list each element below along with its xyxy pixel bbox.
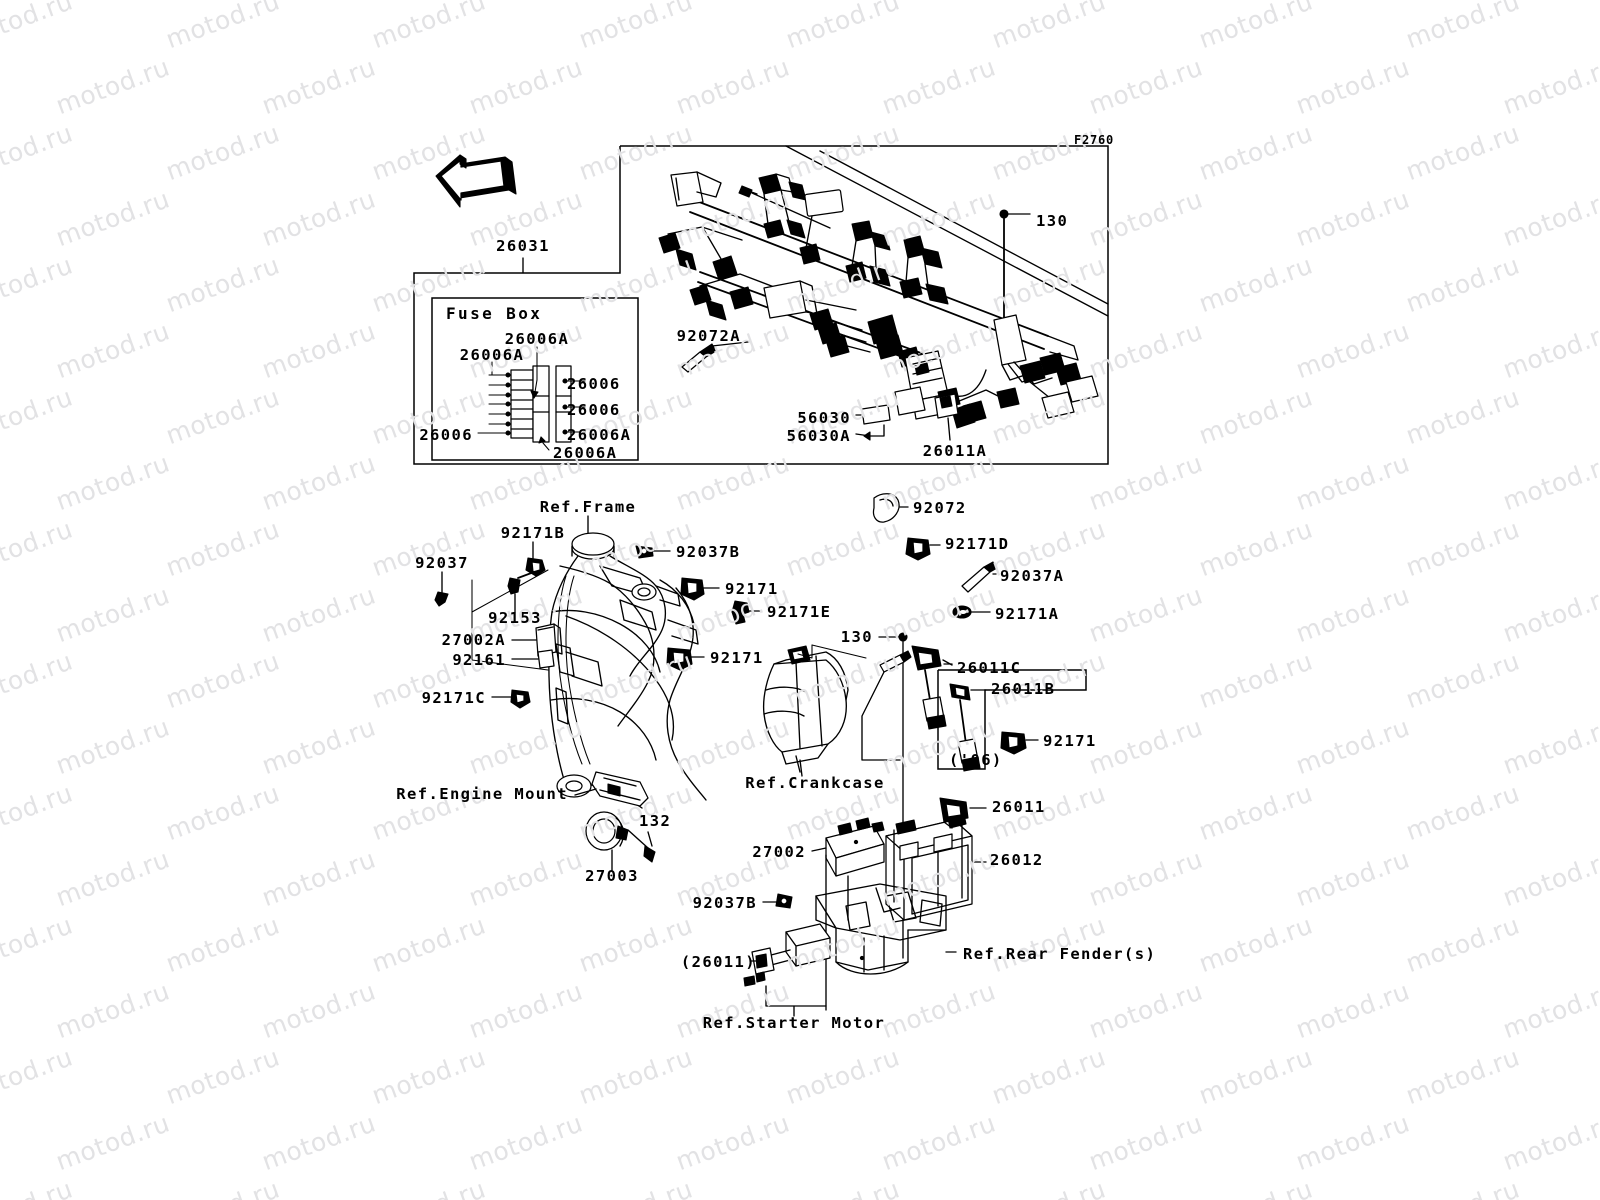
label-p-92171B: 92171B [500,524,566,542]
label-p-26011A: 26011A [922,442,988,460]
part-92037-screw [434,571,449,607]
label-p-92171-a: 92171 [725,580,779,598]
harness-perspective-lines [785,145,1109,317]
label-p-26011-r: 26011 [992,798,1046,816]
part-26012-battery [885,813,987,921]
label-p-26006-r1: 26006 [567,375,621,393]
label-p-27002: 27002 [752,843,806,861]
part-92171A-clip [952,605,991,619]
label-p-92171C: 92171C [421,689,486,707]
label-p-56030A: 56030A [786,427,851,445]
part-92171-clamp-a [680,577,720,601]
part-92171D-clamp [905,537,941,561]
label-p-130-top: 130 [1036,212,1069,230]
label-p-26006-bl: 26006 [419,426,473,444]
label-ref-starter: Ref.Starter Motor [702,1014,886,1032]
label-p-92037B-top: 92037B [676,543,741,561]
label-p-26006A-top: 26006A [504,330,570,348]
label-ref-crankcase: Ref.Crankcase [745,774,885,792]
label-ref-frame: Ref.Frame [539,498,637,516]
switch-group-56030 [855,393,959,441]
part-92072-band [872,493,909,523]
label-p-92153: 92153 [488,609,542,627]
label-p-92171-b: 92171 [710,649,764,667]
label-p-92037B-bot: 92037B [692,894,757,912]
label-ref-rear-fender: Ref.Rear Fender(s) [963,945,1157,963]
label-p-92037A: 92037A [1000,567,1065,585]
label-p-130-mid: 130 [840,628,873,646]
label-p-26006-r2: 26006 [567,401,621,419]
label-p-56030: 56030 [797,409,851,427]
part-92037B-top-screw [635,545,671,559]
part-92072A-band [681,341,749,373]
harness-group-outline [413,145,1109,465]
part-27003-horn [585,811,656,871]
frame-assembly-artwork [548,515,707,809]
label-p-26006A-left: 26006A [459,346,525,364]
label-p-92161: 92161 [452,651,506,669]
label-p-92171-c: 92171 [1043,732,1097,750]
part-27002A-relay [511,623,563,657]
part-92161-grommet [511,649,555,669]
label-p-26031: 26031 [496,237,550,255]
label-p-26011B: 26011B [991,680,1056,698]
label-fuse-box-title: Fuse Box [446,304,543,323]
part-92153-screw [507,571,535,613]
part-26011-lead [939,797,987,829]
label-p-27003: 27003 [585,867,639,885]
part-92171E-clip [731,600,762,625]
part-92171-clamp-b [666,647,705,671]
part-27002-relay [811,817,885,1011]
ref-crankcase-artwork [762,644,867,777]
label-p-26012: 26012 [990,851,1044,869]
label-p-26011C: 26011C [957,659,1022,677]
main-wire-harness-artwork [658,171,1099,429]
label-p-92171E: 92171E [767,603,832,621]
ref-starter-motor-artwork [743,923,831,1017]
fuse-box-frame [431,297,639,461]
part-92171C-clamp [491,689,531,709]
label-ref-engine-mount: Ref.Engine Mount [396,785,568,803]
label-p-92171A: 92171A [995,605,1060,623]
label-p-26006A-bot: 26006A [553,444,618,462]
part-92171-clamp-c [1000,731,1039,755]
label-year-note: ('06) [949,751,1003,769]
label-p-92037: 92037 [415,554,469,572]
part-92171B-clamp [471,541,549,671]
label-diagram-code: F2760 [1073,133,1115,147]
label-p-27002A: 27002A [441,631,506,649]
fuse-box-terminals [477,346,586,451]
front-direction-arrow [435,154,517,208]
label-p-26006A-r3: 26006A [567,426,632,444]
label-p-92171D: 92171D [945,535,1010,553]
part-26011B-box [937,669,1087,772]
label-p-92072: 92072 [913,499,967,517]
ref-rear-fender-artwork [815,883,957,975]
part-92037B-bottom-screw [762,893,793,909]
label-p-132: 132 [639,812,672,830]
part-92037A-screw [961,561,998,593]
label-p-92072A: 92072A [676,327,741,345]
label-p-26011-paren: (26011) [680,953,756,971]
